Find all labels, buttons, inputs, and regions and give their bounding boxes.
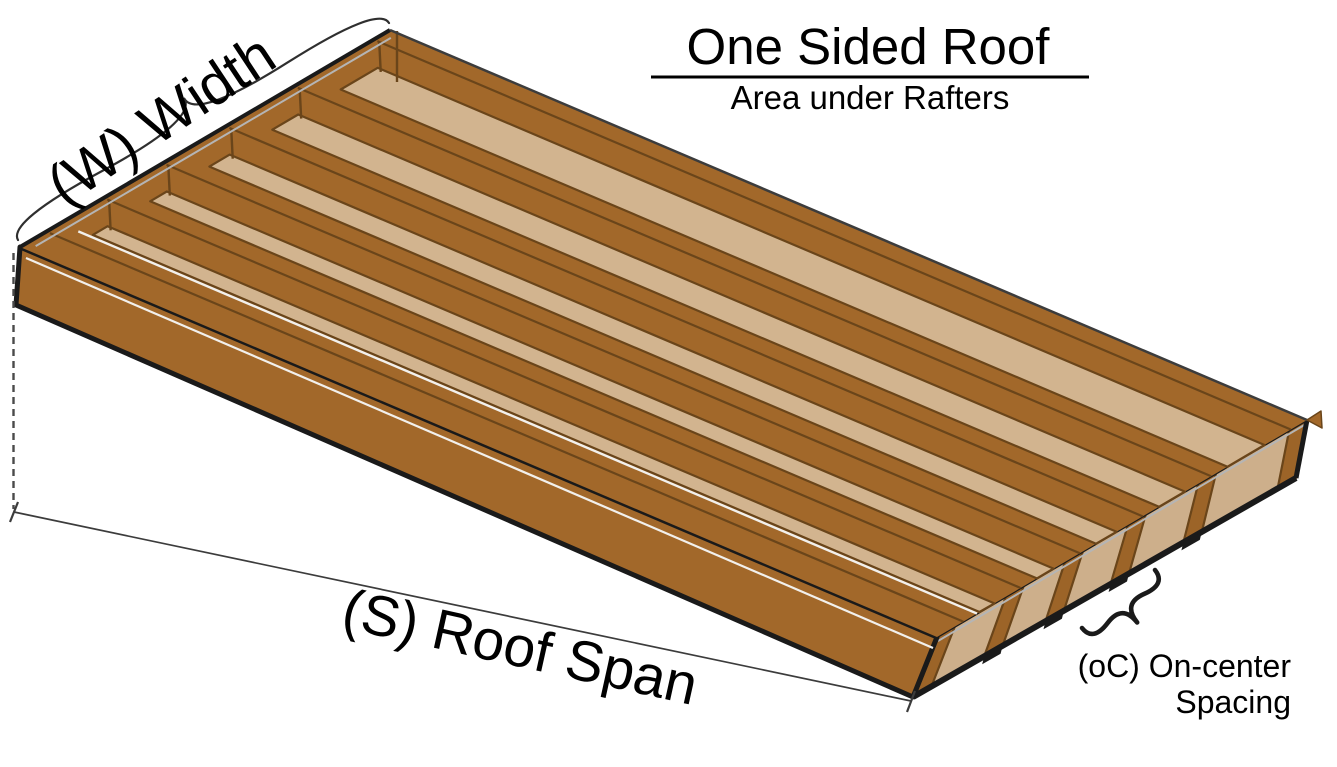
front-fascia-top-highlight [25, 256, 934, 650]
rafter-divider-1 [106, 198, 1022, 589]
page-title: One Sided Roof [687, 18, 1051, 75]
rafter-divider-0 [49, 232, 964, 623]
rafter-end-nub-1 [982, 645, 1003, 665]
rafter-left-end-edge-2 [230, 128, 234, 159]
rafter-divider-3 [228, 126, 1144, 518]
back-rafter-overhang-tip [1306, 410, 1323, 429]
rafter-divider-5 [376, 40, 1292, 431]
bay-strip-1 [149, 190, 1055, 580]
right-corner-edge [1293, 419, 1310, 479]
front-rafter-highlight [77, 230, 978, 615]
span-label: (S) Roof Span [337, 577, 703, 718]
oc-spacing-brace [1079, 567, 1162, 637]
bay-strip-2 [208, 153, 1118, 545]
end-face-bottom-edge [911, 475, 1298, 700]
rafter-divider-2 [166, 163, 1081, 555]
rafter-end-nub-4 [1181, 531, 1202, 551]
end-face-top-highlight [937, 423, 1307, 642]
rafter-divider-4 [297, 86, 1212, 478]
top-face-group [18, 28, 1323, 637]
left-rim-top-highlight [35, 36, 392, 248]
rafter-left-end-edge-0 [107, 200, 112, 231]
bay-strip-4 [339, 66, 1266, 468]
span-dimension-tick-right [905, 690, 917, 713]
rafter-left-end-edge-1 [167, 165, 172, 196]
bay-strip-0 [91, 225, 996, 614]
width-brace [15, 17, 391, 242]
dimension-annotations-group [8, 17, 1162, 713]
width-edge-outline [18, 28, 392, 249]
bay-strip-3 [271, 113, 1187, 508]
page-subtitle: Area under Rafters [731, 79, 1010, 116]
rafter-left-end-edge-3 [298, 88, 303, 119]
rafter-end-nub-3 [1108, 573, 1129, 592]
back-edge-outline [389, 28, 1308, 422]
rafter-end-nub-2 [1043, 610, 1064, 630]
rafter-left-end-edge-4 [378, 41, 382, 72]
span-dimension-tick-left [8, 501, 20, 523]
oc-label-line2: Spacing [1175, 684, 1291, 720]
span-dimension-line [13, 511, 912, 702]
oc-label-line1: (oC) On-center [1078, 648, 1292, 684]
